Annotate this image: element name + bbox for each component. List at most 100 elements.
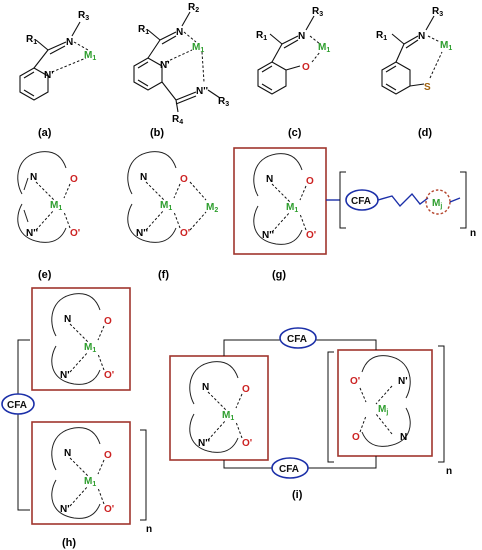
atom-r3: R3 xyxy=(312,6,323,18)
structure-d: R1 N R3 S M1 (d) xyxy=(376,6,452,139)
atom-n: N xyxy=(66,37,73,48)
atom-r3: R3 xyxy=(432,6,443,18)
label-f: (f) xyxy=(158,269,169,281)
label-h: (h) xyxy=(62,537,76,549)
chelate-box-right xyxy=(337,349,433,457)
atom-o-prime: O' xyxy=(104,504,114,515)
atom-n-prime: N' xyxy=(44,70,54,81)
repeat-n: n xyxy=(146,524,152,535)
atom-r3: R3 xyxy=(218,96,229,108)
atom-o: O xyxy=(242,384,250,395)
atom-n: N xyxy=(140,172,147,183)
cfa-ellipse xyxy=(1,393,35,415)
atom-o-prime: O' xyxy=(242,438,252,449)
atom-n-prime: N' xyxy=(398,376,408,387)
structure-f: N N'' O O' M1 M2 (f) xyxy=(127,151,218,281)
atom-r1: R1 xyxy=(26,34,37,46)
atom-o-prime: O' xyxy=(180,228,190,239)
structure-g: N N'' O O' M1 CFA Mj n (g) xyxy=(233,147,476,281)
atom-n: N xyxy=(266,174,273,185)
cfa-linker-line xyxy=(17,339,30,511)
chelate-box-top xyxy=(31,287,131,391)
label-i: (i) xyxy=(292,489,303,501)
atom-n: N xyxy=(64,314,71,325)
chelate-box xyxy=(233,147,327,255)
atom-o: O xyxy=(104,316,112,327)
atom-n: N xyxy=(176,27,183,38)
atom-r4: R4 xyxy=(172,114,183,126)
atom-o-prime: O' xyxy=(104,370,114,381)
atom-n-double-prime: N'' xyxy=(136,228,148,239)
atom-m1: M1 xyxy=(84,476,96,488)
bracket-right xyxy=(460,171,467,229)
label-c: (c) xyxy=(288,127,302,139)
atom-m1: M1 xyxy=(286,202,298,214)
atom-r3: R3 xyxy=(78,10,89,22)
atom-o: O xyxy=(306,176,314,187)
cfa-label: CFA xyxy=(351,196,371,207)
atom-m1: M1 xyxy=(222,410,234,422)
structure-h: N N' O O' M1 N N' O O' M1 CFA n (h) xyxy=(1,287,152,549)
label-e: (e) xyxy=(38,269,52,281)
atom-o: O xyxy=(352,432,360,443)
atom-m1: M1 xyxy=(440,40,452,52)
bracket-right xyxy=(140,429,147,521)
atom-o: O xyxy=(302,62,310,73)
label-b: (b) xyxy=(150,127,164,139)
atom-n-prime: N' xyxy=(60,370,70,381)
bracket-left xyxy=(339,171,346,229)
cfa-label: CFA xyxy=(7,400,27,411)
atom-n-prime: N' xyxy=(160,60,170,71)
repeat-n: n xyxy=(470,228,476,239)
atom-o: O xyxy=(104,450,112,461)
structure-c: R1 N R3 O M1 (c) xyxy=(256,6,330,139)
atom-m1: M1 xyxy=(192,42,204,54)
atom-o: O xyxy=(180,174,188,185)
atom-n-double-prime: N'' xyxy=(262,230,274,241)
bracket-left xyxy=(327,351,334,463)
chelate-box-bottom xyxy=(31,421,131,525)
atom-n: N xyxy=(64,448,71,459)
atom-n: N xyxy=(418,31,425,42)
atom-m1: M1 xyxy=(84,342,96,354)
atom-o-prime: O' xyxy=(306,230,316,241)
atom-m1: M1 xyxy=(160,200,172,212)
atom-r1: R1 xyxy=(256,30,267,42)
atom-n-double-prime: N'' xyxy=(196,86,208,97)
atom-r1: R1 xyxy=(138,24,149,36)
atom-o: O xyxy=(70,174,78,185)
label-d: (d) xyxy=(418,127,432,139)
atom-m1: M1 xyxy=(318,42,330,54)
atom-mj: Mj xyxy=(378,404,388,416)
atom-m1: M1 xyxy=(84,50,96,62)
atom-o-prime: O' xyxy=(350,376,360,387)
atom-n-prime: N' xyxy=(60,504,70,515)
label-a: (a) xyxy=(38,127,52,139)
cfa-label-top: CFA xyxy=(287,334,307,345)
atom-n: N xyxy=(30,172,37,183)
structure-b: R1 N R2 N' M1 N'' R3 R4 (b) xyxy=(133,2,229,139)
repeat-n: n xyxy=(446,466,452,477)
atom-o-prime: O' xyxy=(70,228,80,239)
atom-m1: M1 xyxy=(50,200,62,212)
cfa-ellipse-bottom xyxy=(271,457,309,479)
atom-n: N xyxy=(298,31,305,42)
atom-n-double-prime: N'' xyxy=(198,438,210,449)
structure-e: N N'' O O' M1 (e) xyxy=(17,151,80,281)
atom-n-double-prime: N'' xyxy=(26,228,38,239)
atom-mj: Mj xyxy=(432,198,442,210)
label-g: (g) xyxy=(272,269,286,281)
atom-r1: R1 xyxy=(376,30,387,42)
bracket-right xyxy=(438,345,445,463)
atom-n: N xyxy=(202,382,209,393)
atom-n: N xyxy=(400,432,407,443)
cfa-label-bottom: CFA xyxy=(279,464,299,475)
structure-a: R1 N R3 N' M1 (a) xyxy=(19,10,96,139)
atom-m2: M2 xyxy=(206,202,218,214)
structure-i: N N'' O O' M1 O' O N' N Mj CFA CFA n ( xyxy=(169,327,452,501)
chelate-box-left xyxy=(169,355,269,461)
atom-s: S xyxy=(424,82,431,93)
atom-r2: R2 xyxy=(188,2,199,14)
